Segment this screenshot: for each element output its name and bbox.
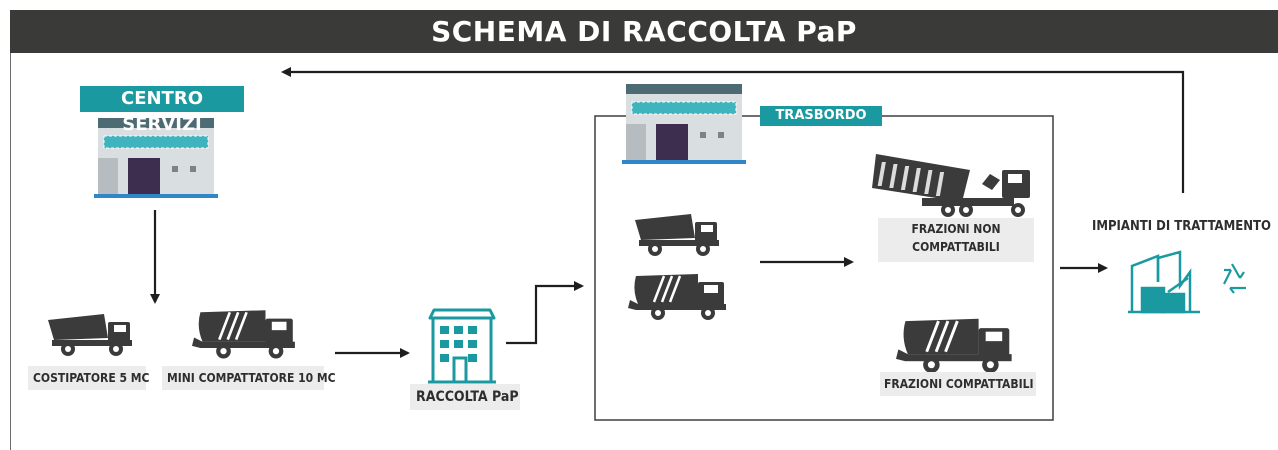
frazioni-non-compattabili-label-line2: COMPATTABILI — [912, 240, 1000, 254]
mini-compattatore-label: MINI COMPATTATORE 10 MC — [167, 371, 336, 385]
mini-compattatore-label-bg — [162, 366, 324, 390]
costipatore-label: COSTIPATORE 5 MC — [33, 371, 150, 385]
left-border — [10, 53, 11, 450]
frazioni-compattabili-label-bg — [880, 372, 1036, 396]
return-arrow — [281, 67, 1185, 193]
mini-compattatore-truck-icon — [190, 308, 297, 360]
trasbordo-compactor-truck-icon — [626, 272, 728, 322]
treatment-plant-icon — [1128, 250, 1200, 314]
raccolta-apartment-icon — [428, 308, 496, 384]
centro-servizi-label: CENTRO SERVIZI — [80, 86, 244, 135]
impianti-trattamento-label: IMPIANTI DI TRATTAMENTO — [1092, 219, 1271, 234]
trasbordo-dump-truck-icon — [635, 214, 719, 256]
recycle-icon — [1223, 263, 1246, 294]
trasbordo-label: TRASBORDO — [760, 106, 882, 126]
raccolta-to-trasbordo-arrow — [506, 281, 584, 345]
frazioni-compattabili-label: FRAZIONI COMPATTABILI — [884, 377, 1034, 391]
costipatore-label-bg — [28, 366, 146, 390]
trasbordo-building-icon — [621, 83, 747, 165]
skip-truck-icon — [872, 154, 1030, 217]
costipatore-truck-icon — [48, 314, 132, 356]
frazioni-compattabili-truck-icon — [894, 317, 1014, 375]
raccolta-pap-label: RACCOLTA PaP — [416, 389, 519, 405]
diagram-title: SCHEMA DI RACCOLTA PaP — [10, 10, 1278, 53]
frazioni-non-compattabili-label-bg — [878, 218, 1034, 262]
raccolta-pap-label-bg — [410, 384, 520, 410]
frazioni-non-compattabili-label-line1: FRAZIONI NON — [911, 222, 1001, 236]
